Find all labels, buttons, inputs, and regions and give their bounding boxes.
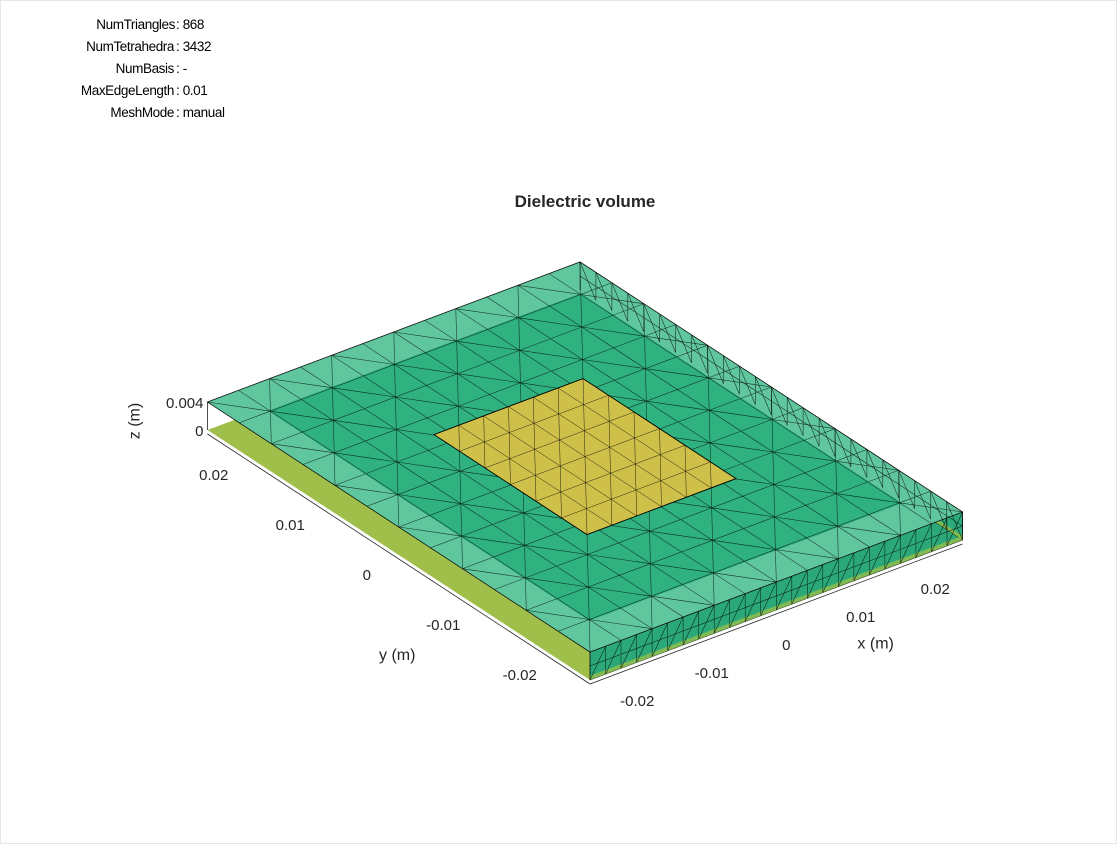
x-tick-label: -0.01 bbox=[695, 665, 729, 682]
mesh-info-value: : manual bbox=[176, 105, 225, 120]
mesh-info-value: : - bbox=[176, 61, 188, 76]
mesh-info-value-text: 0.01 bbox=[182, 83, 208, 98]
mesh-info-row: NumBasis : - bbox=[0, 60, 250, 77]
mesh-info-row: NumTetrahedra : 3432 bbox=[0, 38, 250, 55]
chart-title: Dielectric volume bbox=[515, 192, 656, 211]
y-tick-label: -0.02 bbox=[503, 667, 537, 684]
patch-mesh-lines bbox=[433, 378, 737, 535]
mesh-info-key: NumTriangles bbox=[96, 17, 175, 32]
x-tick-label: 0.02 bbox=[921, 581, 950, 598]
mesh-info-row: MaxEdgeLength : 0.01 bbox=[0, 82, 250, 99]
top-mesh-lines bbox=[207, 261, 963, 653]
axes: -0.02 -0.01 0 0.01 0.02 -0.02 -0.01 0 0.01 0.02 0 0… bbox=[127, 395, 963, 710]
mesh-info-row: MeshMode : manual bbox=[0, 104, 250, 121]
mesh-info-row: NumTriangles : 868 bbox=[0, 16, 250, 33]
y-tick-label: 0 bbox=[363, 567, 371, 584]
x-tick-label: -0.02 bbox=[620, 693, 654, 710]
mesh-info-value: : 0.01 bbox=[176, 83, 208, 98]
y-tick-label: 0.02 bbox=[199, 467, 228, 484]
mesh-info-value-text: 3432 bbox=[182, 39, 212, 54]
z-axis-label: z (m) bbox=[127, 403, 144, 439]
mesh-info-value-text: manual bbox=[182, 105, 225, 120]
mesh-info-key: MaxEdgeLength bbox=[80, 83, 175, 98]
mesh-info-value: : 868 bbox=[176, 17, 205, 32]
mesh-info-value: : 3432 bbox=[176, 39, 212, 54]
mesh-geometry bbox=[206, 261, 964, 681]
mesh-info-value-text: - bbox=[182, 61, 188, 76]
mesh-info-value-text: 868 bbox=[182, 17, 205, 32]
y-axis-label: y (m) bbox=[379, 647, 415, 664]
top-rim bbox=[207, 262, 963, 652]
mesh-info-key: NumTetrahedra bbox=[86, 39, 174, 54]
x-axis-line bbox=[589, 543, 963, 685]
z-tick-label: 0 bbox=[195, 423, 203, 440]
y-axis-line bbox=[207, 433, 591, 685]
z-tick-label: 0.004 bbox=[166, 395, 204, 412]
x-axis-label: x (m) bbox=[857, 635, 893, 652]
y-tick-label: -0.01 bbox=[426, 617, 460, 634]
y-tick-label: 0.01 bbox=[276, 517, 305, 534]
x-tick-label: 0 bbox=[782, 637, 790, 654]
side-mesh-lines bbox=[579, 261, 964, 681]
x-tick-label: 0.01 bbox=[846, 609, 875, 626]
mesh-info-key: NumBasis bbox=[115, 61, 175, 76]
mesh-info-key: MeshMode bbox=[110, 105, 174, 120]
